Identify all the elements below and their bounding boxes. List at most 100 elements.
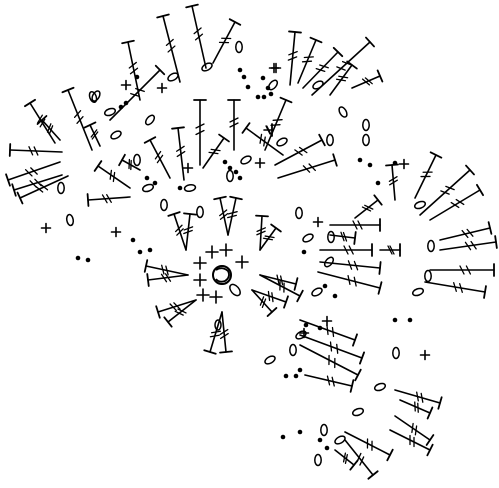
chain-symbol bbox=[289, 343, 297, 357]
slip-stitch-symbol bbox=[237, 67, 243, 73]
chain-symbol bbox=[264, 355, 276, 365]
chain-symbol bbox=[427, 239, 435, 253]
slip-stitch-symbol bbox=[75, 255, 81, 261]
chain-symbol bbox=[413, 200, 427, 210]
chain-symbol bbox=[312, 80, 324, 90]
tall-stitch-symbol bbox=[299, 319, 358, 347]
chain-symbol bbox=[229, 283, 241, 297]
tall-stitch-symbol bbox=[317, 271, 383, 295]
chain-symbol bbox=[91, 90, 101, 102]
single-crochet-symbol bbox=[219, 243, 233, 257]
tall-stitch-symbol bbox=[344, 439, 379, 480]
single-crochet-symbol bbox=[298, 327, 310, 339]
slip-stitch-symbol bbox=[317, 437, 323, 443]
chain-symbol bbox=[392, 346, 400, 360]
tall-stitch-symbol bbox=[354, 194, 383, 219]
single-crochet-symbol bbox=[120, 79, 132, 91]
tall-stitch-symbol bbox=[302, 46, 344, 89]
tall-stitch-symbol bbox=[183, 212, 197, 251]
slip-stitch-symbol bbox=[407, 317, 413, 323]
chain-symbol bbox=[214, 319, 222, 331]
tall-stitch-symbol bbox=[5, 161, 61, 187]
single-crochet-symbol bbox=[40, 222, 52, 234]
tall-stitch-symbol bbox=[24, 98, 56, 144]
tall-stitch-symbol bbox=[146, 273, 189, 287]
tall-stitch-symbol bbox=[287, 30, 302, 86]
slip-stitch-symbol bbox=[233, 169, 239, 175]
chain-symbol bbox=[226, 169, 234, 183]
tall-stitch-symbol bbox=[329, 60, 358, 96]
single-crochet-symbol bbox=[209, 290, 223, 304]
tall-stitch-symbol bbox=[251, 289, 278, 317]
tall-stitch-symbol bbox=[429, 263, 495, 277]
tall-stitch-symbol bbox=[344, 431, 394, 462]
tall-stitch-symbol bbox=[193, 99, 207, 166]
slip-stitch-symbol bbox=[255, 94, 261, 100]
tall-stitch-symbol bbox=[351, 69, 384, 89]
slip-stitch-symbol bbox=[280, 434, 286, 440]
slip-stitch-symbol bbox=[85, 257, 91, 263]
single-crochet-symbol bbox=[321, 315, 333, 327]
tall-stitch-symbol bbox=[389, 429, 434, 457]
chain-symbol bbox=[88, 90, 98, 104]
tall-stitch-symbol bbox=[429, 183, 484, 221]
tall-stitch-symbol bbox=[11, 174, 63, 197]
chain-symbol bbox=[411, 287, 425, 297]
tall-stitch-symbol bbox=[143, 259, 189, 276]
slip-stitch-symbol bbox=[134, 74, 140, 80]
tall-stitch-symbol bbox=[171, 126, 186, 181]
tall-stitch-symbol bbox=[16, 175, 69, 205]
slip-stitch-symbol bbox=[324, 445, 330, 451]
single-crochet-symbol bbox=[254, 157, 266, 169]
tall-stitch-symbol bbox=[385, 163, 399, 201]
chain-symbol bbox=[65, 213, 75, 227]
chain-symbol bbox=[276, 137, 288, 147]
chain-symbol bbox=[183, 183, 197, 193]
chain-symbol bbox=[373, 382, 387, 392]
chain-symbol bbox=[57, 181, 65, 195]
single-crochet-symbol bbox=[196, 288, 210, 302]
chain-symbol bbox=[327, 230, 335, 244]
tall-stitch-symbol bbox=[121, 39, 141, 101]
slip-stitch-symbol bbox=[222, 159, 228, 165]
tall-stitch-symbol bbox=[185, 3, 207, 69]
slip-stitch-symbol bbox=[317, 325, 323, 331]
slip-stitch-symbol bbox=[297, 429, 303, 435]
chain-symbol bbox=[351, 407, 365, 417]
tall-stitch-symbol bbox=[163, 299, 197, 328]
tall-stitch-symbol bbox=[203, 311, 223, 355]
slip-stitch-symbol bbox=[241, 74, 247, 80]
single-crochet-symbol bbox=[193, 273, 207, 287]
single-crochet-symbol bbox=[312, 216, 324, 228]
tall-stitch-symbol bbox=[251, 289, 289, 309]
slip-stitch-symbol bbox=[375, 180, 381, 186]
chain-symbol bbox=[110, 130, 122, 140]
slip-stitch-symbol bbox=[118, 104, 124, 110]
tall-stitch-symbol bbox=[414, 151, 443, 199]
chain-symbol bbox=[334, 435, 346, 445]
chain-symbol bbox=[311, 287, 323, 297]
tall-stitch-symbol bbox=[86, 193, 131, 207]
single-crochet-symbol bbox=[110, 226, 122, 238]
single-crochet-symbol bbox=[270, 62, 282, 74]
tall-stitch-symbol bbox=[259, 274, 304, 303]
tall-stitch-symbol bbox=[419, 164, 475, 216]
slip-stitch-symbol bbox=[144, 175, 150, 181]
tall-stitch-symbol bbox=[399, 399, 434, 420]
center-ring bbox=[212, 265, 232, 285]
slip-stitch-symbol bbox=[322, 283, 328, 289]
tall-stitch-symbol bbox=[109, 64, 166, 121]
tall-stitch-symbol bbox=[439, 235, 498, 251]
tall-stitch-symbol bbox=[93, 160, 131, 189]
chain-symbol bbox=[362, 133, 370, 147]
tall-stitch-symbol bbox=[202, 133, 230, 169]
slip-stitch-symbol bbox=[293, 373, 299, 379]
tall-stitch-symbol bbox=[379, 243, 401, 257]
slip-stitch-symbol bbox=[130, 237, 136, 243]
chain-symbol bbox=[160, 198, 168, 212]
tall-stitch-symbol bbox=[212, 18, 242, 64]
slip-stitch-symbol bbox=[301, 249, 307, 255]
single-crochet-symbol bbox=[193, 256, 207, 270]
single-crochet-symbol bbox=[235, 255, 249, 269]
